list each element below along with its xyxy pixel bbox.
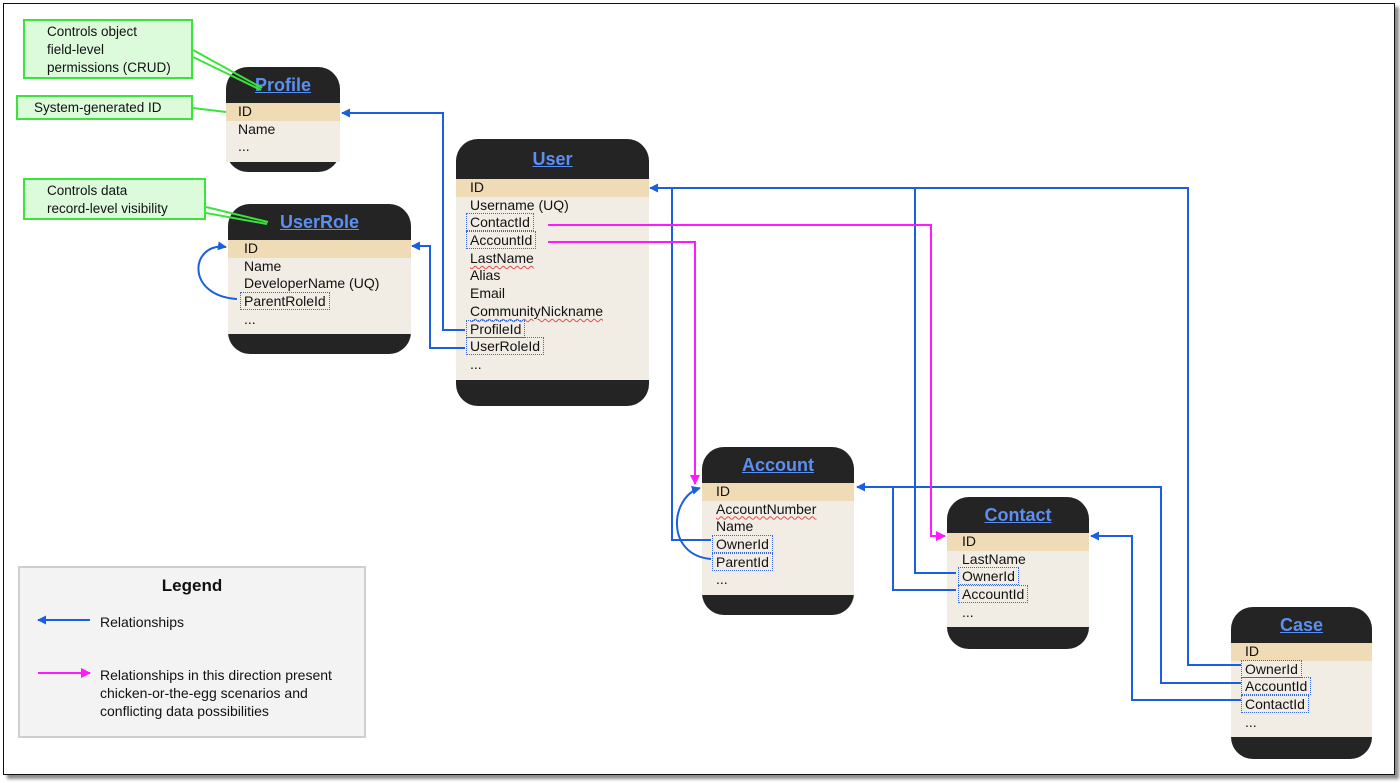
note-system-id-line: System-generated ID bbox=[34, 100, 162, 115]
account-field-id: ID bbox=[702, 483, 854, 501]
contact-field-ownerid: OwnerId bbox=[947, 567, 1089, 586]
entity-case: Case ID OwnerId AccountId ContactId ... bbox=[1231, 607, 1372, 760]
userrole-field-more: ... bbox=[244, 310, 256, 327]
user-field-contactid: ContactId bbox=[456, 213, 649, 232]
user-field-profileid: ProfileId bbox=[456, 319, 649, 339]
entity-contact-title[interactable]: Contact bbox=[984, 505, 1052, 525]
entity-account: Account ID AccountNumber Name OwnerId Pa… bbox=[702, 447, 854, 616]
profile-field-more: ... bbox=[238, 138, 250, 155]
note-crud-line-2: field-level bbox=[47, 42, 105, 57]
legend: Legend Relationships Relationships in th… bbox=[18, 566, 366, 738]
userrole-field-developername: DeveloperName (UQ) bbox=[244, 275, 380, 292]
user-field-userroleid: UserRoleId bbox=[456, 337, 649, 356]
contact-field-more: ... bbox=[962, 603, 974, 620]
entity-account-title[interactable]: Account bbox=[742, 455, 814, 475]
user-field-more: ... bbox=[470, 355, 482, 372]
note-crud: Controls object field-level permissions … bbox=[23, 19, 193, 79]
case-field-ownerid: OwnerId bbox=[1231, 659, 1372, 679]
note-system-id: System-generated ID bbox=[16, 95, 193, 120]
userrole-field-id: ID bbox=[228, 240, 411, 258]
case-field-more: ... bbox=[1245, 713, 1257, 730]
entity-userrole: UserRole ID Name DeveloperName (UQ) Pare… bbox=[228, 204, 411, 355]
user-field-accountid: AccountId bbox=[456, 231, 649, 250]
note-visibility-line-2: record-level visibility bbox=[47, 201, 168, 216]
note-crud-line-1: Controls object bbox=[47, 24, 138, 39]
account-field-accountnumber: AccountNumber bbox=[716, 500, 817, 517]
entity-profile-title[interactable]: Profile bbox=[254, 75, 311, 95]
legend-relationships-label: Relationships bbox=[100, 614, 185, 630]
contact-field-accountid: AccountId bbox=[947, 585, 1089, 604]
note-crud-line-3: permissions (CRUD) bbox=[47, 60, 171, 75]
legend-chicken-egg-label: Relationships in this direction present … bbox=[100, 667, 332, 719]
user-field-alias: Alias bbox=[470, 267, 501, 284]
userrole-field-parentroleid: ParentRoleId bbox=[228, 292, 411, 311]
user-field-email: Email bbox=[470, 285, 506, 302]
account-field-parentid: ParentId bbox=[702, 552, 854, 572]
case-field-accountid: AccountId bbox=[1231, 677, 1372, 696]
account-field-name: Name bbox=[716, 518, 754, 535]
user-field-communitynickname: CommunityNickname bbox=[470, 302, 604, 319]
entity-contact: Contact ID LastName OwnerId AccountId ..… bbox=[947, 497, 1089, 650]
contact-field-id: ID bbox=[947, 533, 1089, 551]
user-field-id: ID bbox=[456, 179, 649, 197]
case-field-id: ID bbox=[1231, 643, 1372, 661]
entity-userrole-title[interactable]: UserRole bbox=[279, 212, 360, 232]
case-field-contactid: ContactId bbox=[1231, 695, 1372, 714]
contact-field-lastname: LastName bbox=[962, 550, 1026, 567]
account-field-ownerid: OwnerId bbox=[702, 535, 854, 554]
entity-profile: Profile ID Name ... bbox=[226, 67, 340, 173]
userrole-field-name: Name bbox=[244, 257, 282, 274]
profile-field-id: ID bbox=[226, 103, 340, 121]
user-field-lastname: LastName bbox=[470, 249, 534, 266]
note-visibility: Controls data record-level visibility bbox=[23, 178, 206, 220]
entity-case-title[interactable]: Case bbox=[1279, 615, 1324, 635]
profile-field-name: Name bbox=[238, 120, 276, 137]
note-visibility-line-1: Controls data bbox=[47, 183, 128, 198]
legend-title: Legend bbox=[161, 576, 223, 595]
entity-user: User ID Username (UQ) ContactId AccountI… bbox=[456, 139, 649, 406]
user-field-username: Username (UQ) bbox=[470, 196, 569, 213]
entity-user-title[interactable]: User bbox=[532, 149, 573, 169]
account-field-more: ... bbox=[716, 571, 728, 588]
